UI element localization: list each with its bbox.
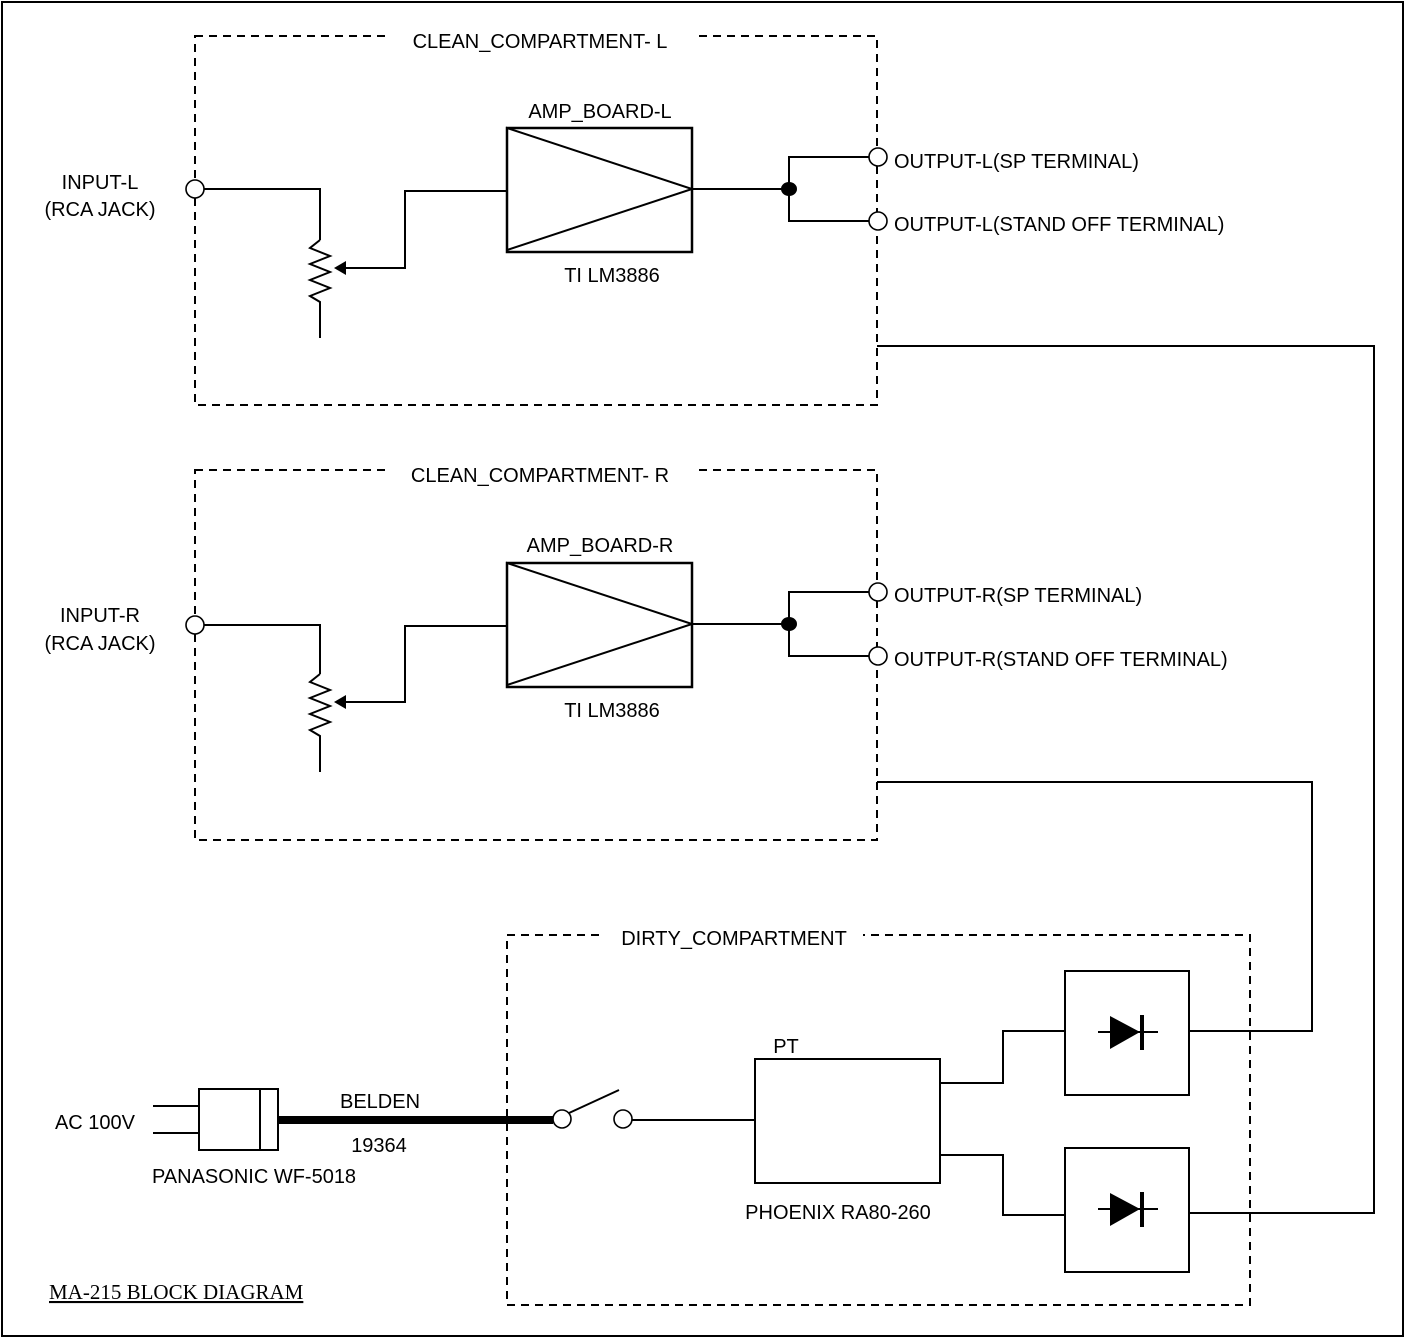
output-r-sp-terminal	[868, 582, 888, 602]
output-l-standoff-terminal	[868, 211, 888, 231]
dirty-compartment: DIRTY_COMPARTMENT PT PHOENIX RA80-260	[506, 925, 1251, 1306]
pot-r-wiper-wire	[344, 625, 506, 703]
ac-plug	[198, 1088, 279, 1151]
diode-bottom-icon	[1098, 1192, 1158, 1227]
amp-board-r-label: AMP_BOARD-R	[527, 535, 674, 557]
diode-top-icon	[1098, 1015, 1158, 1050]
input-r-terminal	[185, 615, 205, 635]
amp-board-r	[505, 561, 694, 689]
input-r-label: INPUT-R	[60, 605, 140, 627]
output-l-sp-terminal	[868, 147, 888, 167]
power-transformer	[754, 1058, 941, 1184]
dirty-compartment-label: DIRTY_COMPARTMENT	[621, 928, 847, 950]
dirty-compartment-border	[506, 934, 1251, 1306]
ac-plug-label: PANASONIC WF-5018	[152, 1166, 356, 1188]
transformer-label: PT	[773, 1036, 799, 1058]
input-l-jack-label: (RCA JACK)	[44, 199, 155, 221]
power-feed-r-wire	[877, 781, 1313, 1032]
ac-inlet: AC 100V PANASONIC WF-5018 BELDEN 19364	[55, 1088, 553, 1188]
output-l-junction	[781, 182, 797, 196]
clean-compartment-l-border	[194, 35, 878, 406]
output-r-sp-label: OUTPUT-R(SP TERMINAL)	[894, 585, 1142, 607]
ac-voltage-label: AC 100V	[55, 1112, 136, 1134]
belden-cable-label: BELDEN	[340, 1091, 420, 1113]
amp-board-l-part: TI LM3886	[564, 265, 660, 287]
diagram-title: MA-215 BLOCK DIAGRAM	[49, 1280, 304, 1304]
input-l-terminal	[185, 179, 205, 199]
power-feed-l-wire	[877, 345, 1375, 1214]
input-r-wire	[204, 624, 321, 674]
amplifier-r-icon	[506, 561, 696, 687]
amp-board-l	[505, 126, 694, 254]
clean-compartment-r: CLEAN_COMPARTMENT- R INPUT-R (RCA JACK) …	[44, 460, 1228, 841]
clean-compartment-r-label: CLEAN_COMPARTMENT- R	[411, 465, 669, 487]
output-r-standoff-terminal	[868, 646, 888, 666]
belden-cable-number: 19364	[351, 1135, 407, 1157]
pot-r-wiper-arrow	[334, 695, 346, 709]
transformer-to-rectifier-bottom-wire	[940, 1154, 1065, 1216]
input-l-label: INPUT-L	[62, 172, 139, 194]
output-r-junction	[781, 617, 797, 631]
pot-l-wiper-wire	[344, 190, 506, 269]
transformer-to-rectifier-top-wire	[940, 1030, 1065, 1084]
clean-compartment-l-label: CLEAN_COMPARTMENT- L	[413, 31, 668, 53]
power-switch-lever	[568, 1089, 620, 1114]
amp-board-r-part: TI LM3886	[564, 700, 660, 722]
pot-l-wiper-arrow	[334, 261, 346, 275]
output-r-standoff-label: OUTPUT-R(STAND OFF TERMINAL)	[894, 649, 1228, 671]
rectifier-top	[1064, 970, 1190, 1096]
input-r-jack-label: (RCA JACK)	[44, 633, 155, 655]
output-l-sp-label: OUTPUT-L(SP TERMINAL)	[894, 151, 1139, 173]
power-switch-contact-b	[613, 1109, 633, 1129]
power-switch-contact-a	[552, 1109, 572, 1129]
input-l-wire	[204, 188, 321, 240]
transformer-part: PHOENIX RA80-260	[745, 1202, 931, 1224]
volume-pot-l	[307, 239, 333, 338]
rectifier-bottom	[1064, 1147, 1190, 1273]
amp-board-l-label: AMP_BOARD-L	[528, 101, 671, 123]
amplifier-l-icon	[506, 126, 696, 252]
clean-compartment-l: CLEAN_COMPARTMENT- L INPUT-L (RCA JACK) …	[44, 26, 1224, 406]
output-l-standoff-label: OUTPUT-L(STAND OFF TERMINAL)	[894, 214, 1224, 236]
output-l-branch-wire	[788, 156, 869, 222]
clean-compartment-r-border	[194, 469, 878, 841]
output-r-branch-wire	[788, 591, 869, 657]
volume-pot-r	[307, 673, 333, 772]
